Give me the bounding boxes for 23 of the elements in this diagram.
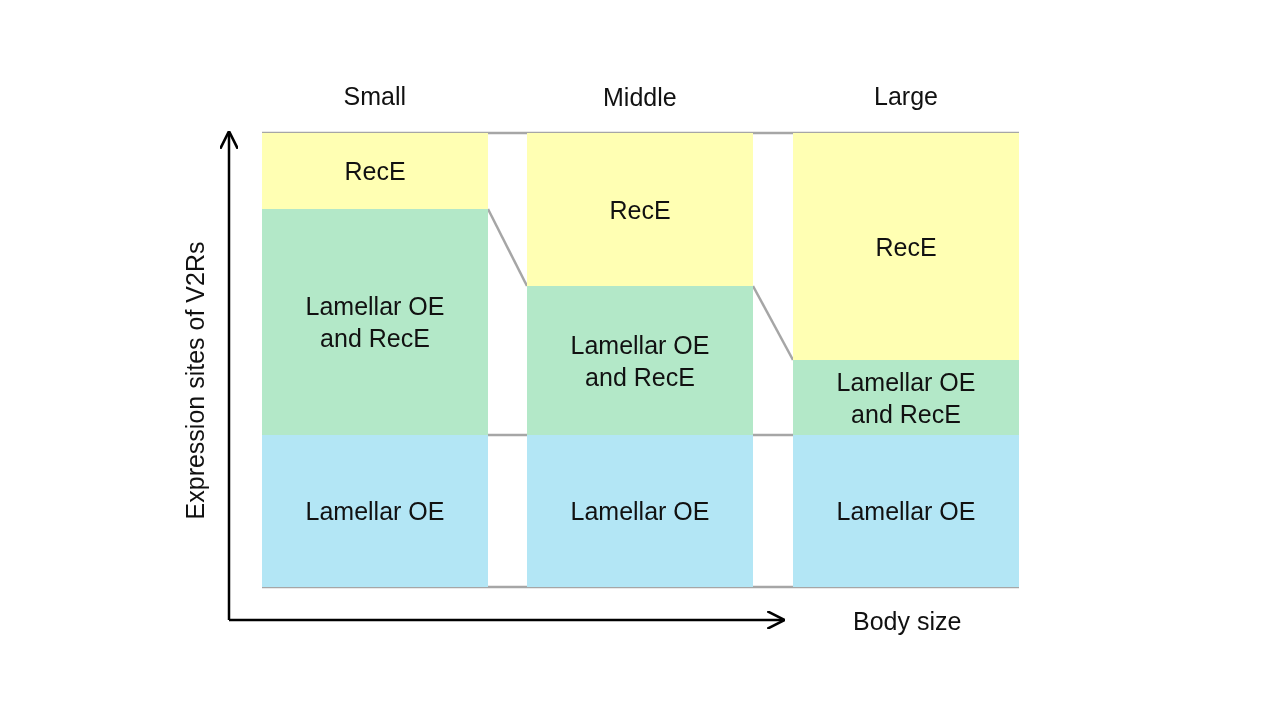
region-block: [527, 435, 753, 587]
region-label: Lamellar OE: [836, 496, 976, 527]
region-label: Lamellar OE: [305, 496, 445, 527]
region-label: Lamellar OE and RecE: [835, 366, 977, 430]
region-block: [793, 435, 1019, 587]
region-block: [262, 209, 488, 435]
column-header: Middle: [603, 82, 677, 112]
region-block: [262, 435, 488, 587]
region-label: Lamellar OE and RecE: [569, 329, 711, 393]
region-label: RecE: [875, 231, 937, 263]
region-label: RecE: [344, 156, 406, 187]
column-header: Large: [874, 81, 938, 111]
column-header: Small: [343, 81, 406, 111]
region-block: [527, 286, 753, 435]
region-block: [527, 133, 753, 286]
axis-title: Expression sites of V2Rs: [181, 241, 211, 519]
region-block: [262, 133, 488, 209]
axis-title: Body size: [853, 606, 962, 636]
region-block: [793, 360, 1019, 435]
region-label: RecE: [609, 194, 671, 226]
region-block: [793, 133, 1019, 360]
region-label: Lamellar OE and RecE: [304, 291, 446, 354]
region-label: Lamellar OE: [570, 496, 710, 527]
